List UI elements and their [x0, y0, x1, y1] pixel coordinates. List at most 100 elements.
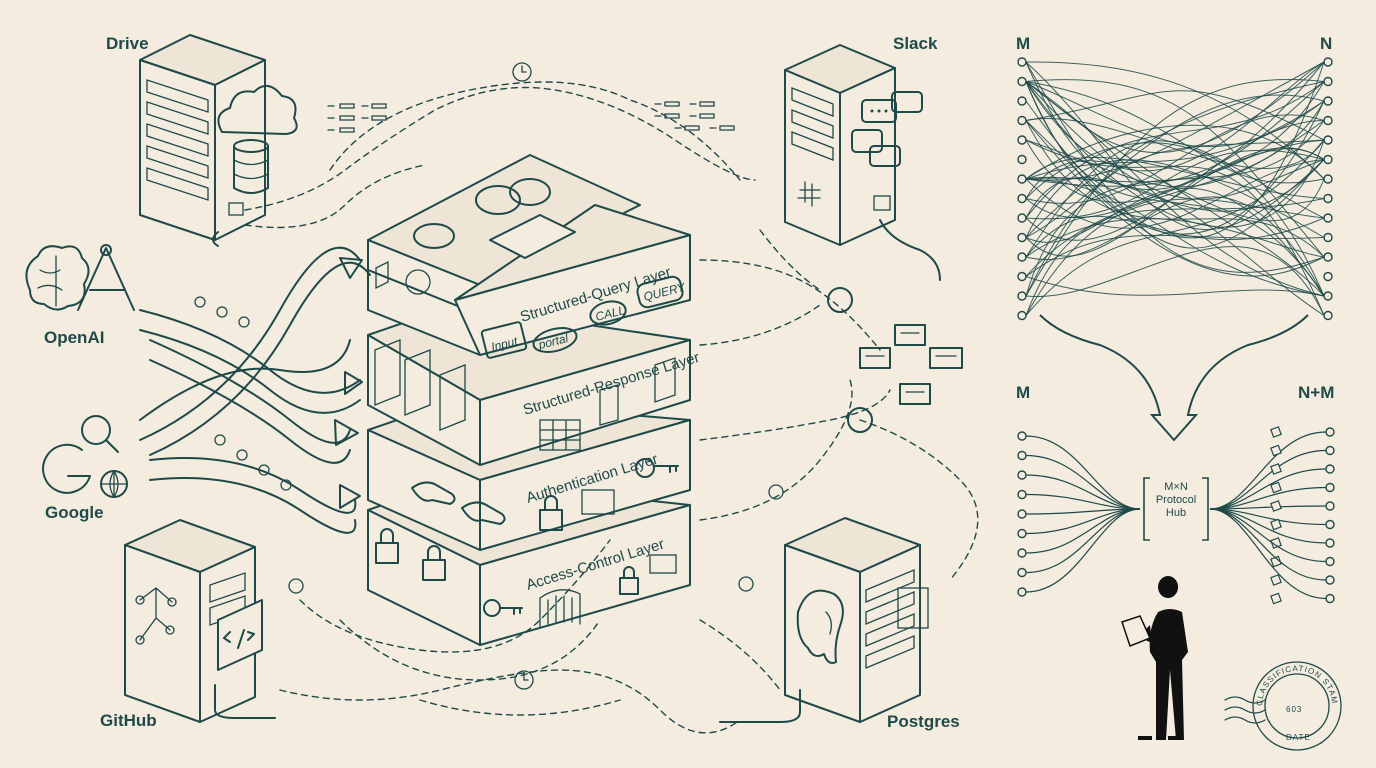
mesh-connection [1025, 79, 1325, 258]
mesh-connection [1025, 114, 1325, 204]
mesh-connection [1025, 81, 1325, 187]
postgres-server-icon [784, 517, 929, 723]
hub-input-node [1017, 431, 1027, 441]
mesh-connection [1025, 78, 1325, 297]
hub-adapter [1270, 463, 1282, 475]
key-icon [483, 599, 523, 617]
mesh-node-right [1323, 213, 1333, 223]
hub-line-1: M×N [1164, 481, 1188, 493]
query-tags: Input portal CALL QUERY [480, 275, 687, 359]
mesh-connection [1025, 139, 1325, 316]
mesh-node-left [1017, 291, 1027, 301]
hub-output-node [1325, 575, 1335, 585]
mesh-node-left [1017, 174, 1027, 184]
person-reading-icon [1121, 576, 1188, 740]
mesh-connection [1025, 61, 1325, 239]
slack-label: Slack [893, 34, 938, 53]
mesh-node-right [1323, 174, 1333, 184]
mesh-connection [1025, 234, 1325, 277]
structured-query-layer: Structured-Query Layer Input portal CALL… [367, 154, 691, 359]
hub-output-node [1325, 593, 1335, 604]
hub-output-line [1209, 508, 1327, 563]
hub-output-node [1325, 538, 1335, 548]
handshake-icon [411, 481, 506, 525]
drive-server-icon [139, 34, 266, 247]
hub-line-3: Hub [1165, 507, 1187, 519]
hub-output-node [1325, 556, 1335, 567]
hub-input-node [1017, 509, 1027, 519]
hub-adapter [1270, 518, 1282, 531]
mesh-connection [1025, 246, 1325, 316]
mesh-node-left [1017, 193, 1027, 204]
hub-adapter [1270, 500, 1282, 512]
mesh-diagram [1017, 57, 1333, 442]
mesh-connection [1025, 81, 1325, 200]
hub-right-label: N+M [1298, 383, 1335, 402]
mesh-left-label: M [1016, 34, 1031, 53]
dashed-connectors [244, 81, 979, 734]
mesh-node-left [1017, 271, 1027, 282]
clock-icon [194, 62, 784, 690]
magnifier-icon [81, 415, 119, 453]
github-label: GitHub [100, 711, 157, 730]
mesh-node-left [1017, 154, 1027, 165]
mesh-node-right [1323, 57, 1333, 67]
mesh-connection [1025, 81, 1325, 228]
hub-output-line [1209, 486, 1327, 510]
stamp-bottom-text: DATE [1286, 733, 1311, 742]
mesh-connection [1025, 81, 1325, 148]
mesh-node-right [1323, 291, 1333, 301]
code-icon [217, 599, 263, 671]
mesh-node-left [1017, 213, 1027, 223]
hub-output-node [1325, 482, 1335, 493]
flow-arrows-left [139, 246, 371, 534]
hub-input-line [1025, 508, 1141, 593]
hub-output-line [1209, 468, 1327, 510]
globe-icon [100, 470, 128, 499]
hub-diagram [1017, 426, 1335, 605]
mesh-node-left [1017, 232, 1027, 243]
mesh-connection [1025, 139, 1325, 297]
mesh-connection [1025, 159, 1325, 238]
hub-input-line [1025, 508, 1141, 515]
hub-input-node [1017, 548, 1027, 558]
mesh-connection [1025, 61, 1325, 180]
chat-bubble-icon-stack [475, 178, 551, 215]
funnel-arrow [1039, 314, 1309, 442]
mesh-node-right [1323, 310, 1333, 321]
mesh-node-left [1017, 76, 1027, 87]
mesh-connection [1025, 81, 1325, 297]
hub-output-line [1209, 508, 1327, 600]
hub-input-line [1025, 508, 1141, 574]
database-icon [233, 139, 269, 194]
mesh-connection [1025, 276, 1325, 297]
compass-icon [77, 244, 135, 311]
mesh-connection [1025, 198, 1325, 316]
openai-label: OpenAI [44, 328, 105, 347]
slack-server-icon [784, 44, 896, 246]
mesh-connection [1025, 196, 1325, 297]
padlock-icon-auth [539, 495, 563, 531]
mesh-node-right [1323, 76, 1333, 87]
hub-adapter [1270, 592, 1282, 605]
hub-input-node [1017, 470, 1027, 480]
mesh-node-right [1323, 252, 1333, 262]
hub-output-node [1325, 464, 1335, 474]
mesh-connection [1025, 142, 1325, 297]
protocol-hub-box: M×N Protocol Hub [1150, 481, 1202, 520]
hub-adapter [1270, 444, 1282, 457]
hub-output-node [1325, 445, 1335, 456]
mesh-connection [1025, 61, 1325, 191]
hub-input-node [1017, 567, 1027, 578]
hub-output-line [1209, 449, 1327, 510]
mesh-node-left [1017, 252, 1027, 262]
hub-output-node [1325, 519, 1335, 530]
hub-adapter [1270, 426, 1282, 438]
hub-output-line [1209, 508, 1327, 581]
hub-input-node [1017, 528, 1027, 539]
tag-input: Input [490, 334, 520, 354]
mesh-connection [1025, 120, 1325, 258]
mesh-connection [1025, 100, 1325, 180]
